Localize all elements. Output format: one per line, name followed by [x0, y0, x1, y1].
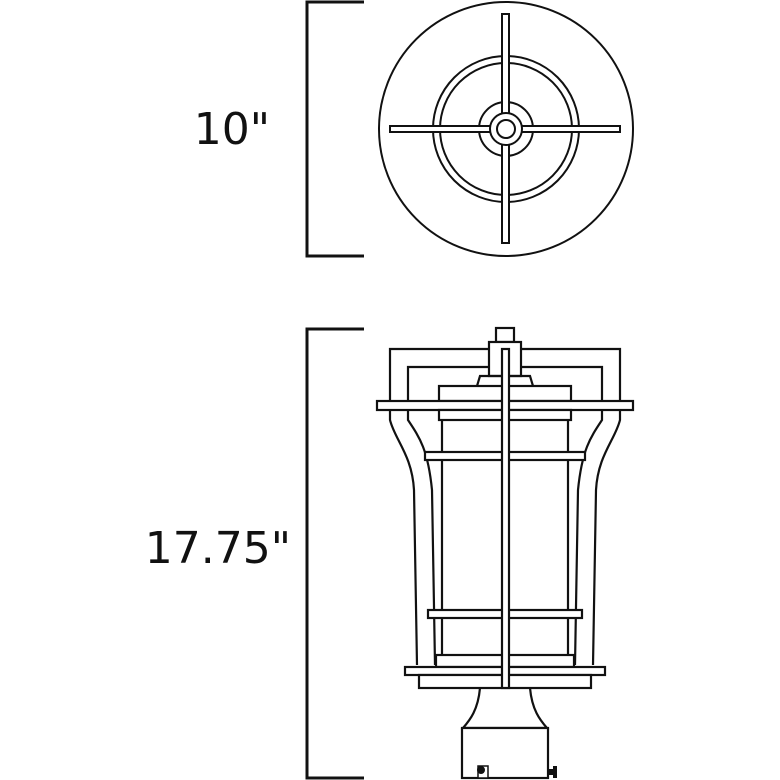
top-dimension-bracket: [305, 0, 364, 258]
height-dimension-label: 17.75": [144, 523, 291, 574]
top-view-canopy: [378, 1, 634, 257]
side-view-lantern: [375, 326, 635, 780]
height-dimension-bracket: [305, 327, 364, 780]
width-dimension-label: 10": [193, 104, 270, 155]
